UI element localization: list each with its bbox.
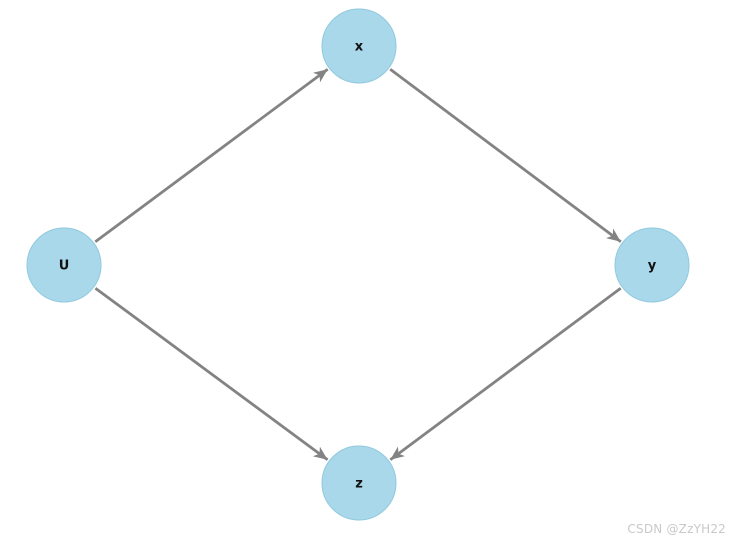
node-U [26, 227, 102, 303]
watermark: CSDN @ZzYH22 [627, 522, 726, 536]
node-z [321, 445, 397, 521]
edge-y-z [389, 287, 622, 461]
node-label-y: y [648, 259, 657, 274]
edge-U-z [94, 287, 329, 461]
node-y [614, 227, 690, 303]
node-label-U: U [59, 259, 70, 274]
edge-x-y [389, 68, 622, 243]
node-label-z: z [355, 477, 363, 492]
node-x [321, 8, 397, 84]
edge-U-x [94, 68, 329, 243]
node-label-x: x [355, 40, 364, 55]
